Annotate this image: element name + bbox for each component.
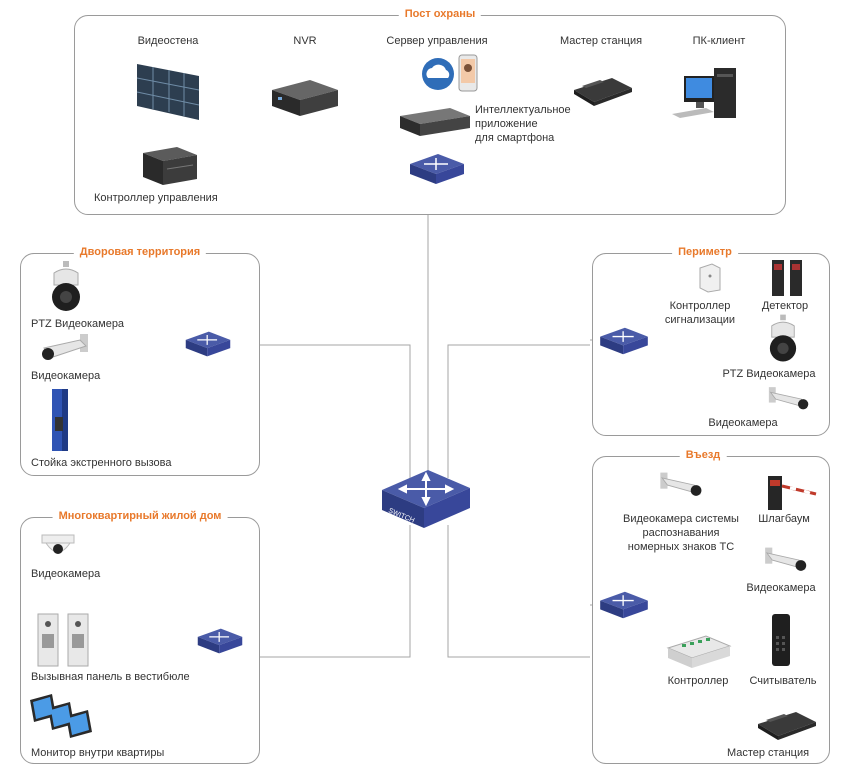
- nvr-label: NVR: [293, 35, 317, 47]
- exit-controller-label: Контроллер: [667, 675, 729, 687]
- server-icon: [400, 108, 470, 136]
- apartment-switch-icon: [197, 628, 243, 654]
- exit-camera-icon: [765, 547, 807, 571]
- pc-client-icon: [672, 68, 736, 118]
- barrier-icon: [768, 476, 817, 510]
- perimeter-ptz-label: PTZ Видеокамера: [722, 368, 816, 380]
- group-title: Периметр: [672, 246, 738, 258]
- control-controller-label: Контроллер управления: [94, 192, 218, 204]
- bullet-camera-icon: [42, 334, 88, 360]
- perimeter-ptz-icon: [769, 314, 797, 362]
- master-station-icon: [574, 78, 632, 106]
- anpr-camera-label: Видеокамера системы распознавания номерн…: [623, 513, 739, 553]
- apartment-camera-label: Видеокамера: [31, 568, 101, 580]
- control-controller-icon: [143, 147, 197, 185]
- barrier-label: Шлагбаум: [758, 513, 810, 525]
- group-title: Пост охраны: [398, 8, 482, 20]
- detector-label: Детектор: [761, 300, 809, 312]
- access-controller-icon: [666, 635, 732, 668]
- pc-client-label: ПК-клиент: [692, 35, 746, 47]
- lobby-panel-icon: [37, 613, 89, 667]
- cloud-icon: [422, 58, 454, 90]
- emergency-post-icon: [52, 389, 68, 451]
- perimeter-switch-icon: [600, 327, 648, 355]
- ptz-camera-icon: [52, 261, 80, 311]
- yard-ptz-label: PTZ Видеокамера: [31, 318, 125, 330]
- group-title: Дворовая территория: [73, 246, 207, 258]
- yard-switch-icon: [185, 331, 231, 357]
- detector-icon: [772, 260, 802, 296]
- exit-camera-label: Видеокамера: [746, 582, 816, 594]
- smart-app-label: Интеллектуальное приложение для смартфон…: [475, 104, 571, 144]
- reader-label: Считыватель: [749, 675, 817, 687]
- alarm-controller-label: Контроллер сигнализации: [664, 300, 736, 326]
- anpr-camera-icon: [660, 472, 702, 496]
- indoor-monitor-icon: [30, 694, 92, 738]
- yard-camera-label: Видеокамера: [31, 370, 101, 382]
- exit-switch-icon: [600, 591, 648, 619]
- emergency-post-label: Стойка экстренного вызова: [31, 457, 172, 469]
- exit-master-station-label: Мастер станция: [726, 747, 810, 759]
- group-title: Въезд: [679, 449, 727, 461]
- video-wall-label: Видеостена: [137, 35, 199, 47]
- mgmt-server-label: Сервер управления: [386, 35, 488, 47]
- dome-camera-icon: [41, 534, 75, 554]
- group-title: Многоквартирный жилой дом: [52, 510, 228, 522]
- indoor-monitor-label: Монитор внутри квартиры: [31, 747, 165, 759]
- lobby-panel-label: Вызывная панель в вестибюле: [31, 671, 190, 683]
- smartphone-icon: [458, 54, 478, 92]
- exit-master-station-icon: [758, 712, 816, 740]
- perimeter-camera-icon: [768, 387, 809, 410]
- alarm-controller-icon: [699, 263, 721, 293]
- nvr-icon: [272, 80, 338, 116]
- guard-switch-icon: [410, 154, 464, 184]
- card-reader-icon: [772, 614, 790, 666]
- core-switch-icon: SWITCH: [382, 470, 470, 528]
- master-station-label: Мастер станция: [559, 35, 643, 47]
- perimeter-camera-label: Видеокамера: [708, 417, 778, 429]
- video-wall-icon: [136, 64, 200, 120]
